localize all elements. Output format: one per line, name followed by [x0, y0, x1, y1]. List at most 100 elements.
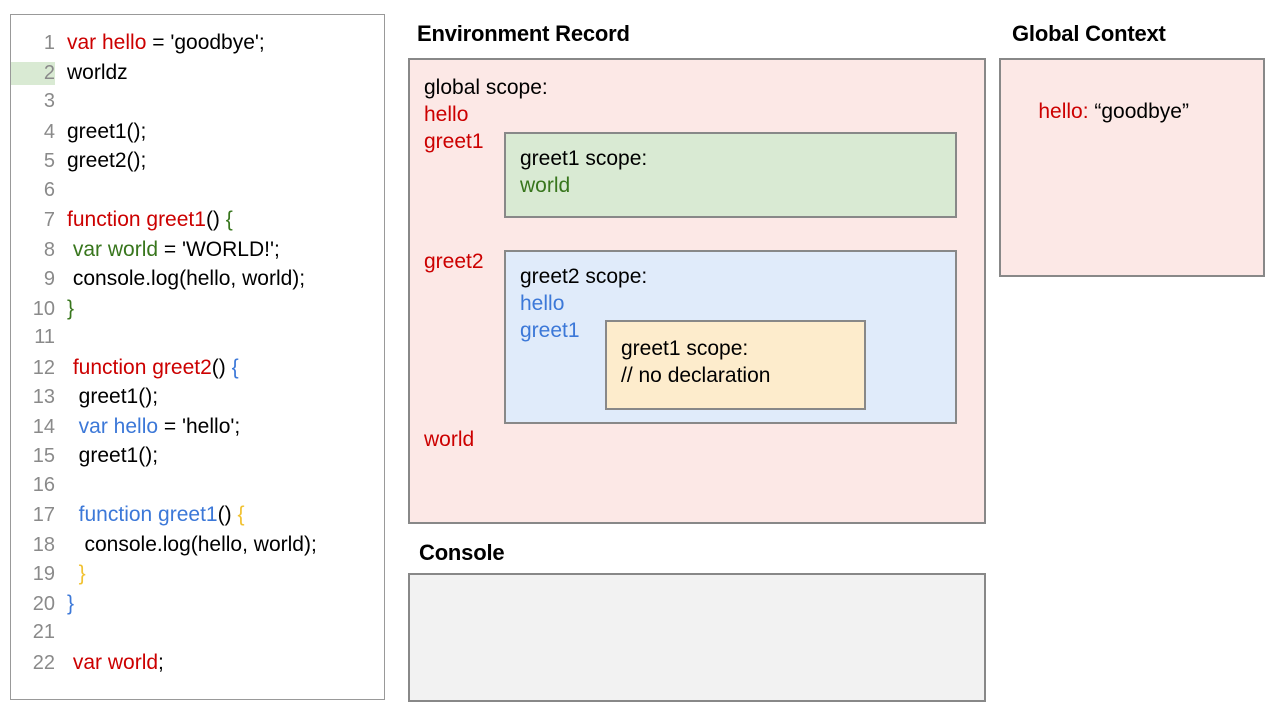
code-line[interactable]: 12 function greet2() { — [11, 356, 384, 386]
line-number: 4 — [43, 120, 55, 143]
global-context-title: Global Context — [1012, 21, 1166, 46]
code-token: function greet1 — [78, 503, 218, 526]
code-token: = 'WORLD!'; — [158, 237, 280, 261]
code-line[interactable]: 9 console.log(hello, world); — [11, 267, 384, 297]
code-line-text: greet2(); — [55, 149, 146, 173]
console-title: Console — [419, 540, 505, 565]
code-line[interactable]: 18 console.log(hello, world); — [11, 533, 384, 563]
code-line-text: var hello = 'hello'; — [55, 414, 241, 439]
code-line-text: console.log(hello, world); — [55, 267, 305, 291]
inner-greet1-scope-box: greet1 scope: // no declaration — [605, 320, 866, 410]
code-line[interactable]: 17 function greet1() { — [11, 503, 384, 533]
environment-record-title: Environment Record — [417, 21, 630, 46]
line-number: 6 — [43, 178, 55, 201]
line-number: 3 — [43, 90, 55, 112]
code-line-text: console.log(hello, world); — [55, 533, 317, 557]
line-number: 8 — [43, 238, 55, 261]
global-context-entry-key: hello: — [1038, 100, 1089, 123]
code-line[interactable]: 3 — [11, 90, 384, 120]
code-line[interactable]: 14 var hello = 'hello'; — [11, 415, 384, 445]
env-var-greet1: greet1 — [424, 130, 484, 153]
inner-greet1-scope-label: greet1 scope: — [621, 337, 749, 360]
code-token: ; — [158, 650, 164, 674]
code-line[interactable]: 15 greet1(); — [11, 444, 384, 474]
env-var-greet2: greet2 — [424, 250, 484, 273]
line-number: 11 — [34, 326, 55, 348]
code-token: } — [78, 562, 86, 585]
line-number: 15 — [32, 445, 55, 467]
code-line-text: } — [55, 562, 86, 586]
code-token: { — [225, 208, 233, 231]
code-token — [67, 562, 79, 585]
code-token: greet2(); — [67, 149, 147, 172]
global-context-entry: hello: “goodbye” — [1015, 76, 1189, 148]
code-token: { — [231, 355, 239, 379]
code-token: worldz — [67, 60, 128, 84]
code-line[interactable]: 5 greet2(); — [11, 149, 384, 179]
code-line[interactable]: 13 greet1(); — [11, 385, 384, 415]
code-line-text: function greet2() { — [55, 356, 239, 380]
code-token: greet1(); — [67, 385, 159, 408]
code-token: () — [211, 355, 232, 379]
code-line-text: var hello = 'goodbye'; — [55, 31, 265, 55]
console-output-box[interactable] — [408, 573, 986, 702]
code-line[interactable]: 8 var world = 'WORLD!'; — [11, 238, 384, 268]
environment-record-box: global scope: hello greet1 greet2 world … — [408, 58, 986, 524]
global-context-entry-value: “goodbye” — [1088, 100, 1189, 123]
greet2-scope-label: greet2 scope: — [520, 265, 648, 288]
code-line-text: greet1(); — [55, 444, 158, 468]
code-line-text: var world; — [55, 651, 164, 675]
inner-greet1-scope-comment: // no declaration — [621, 364, 771, 387]
code-token: } — [67, 591, 75, 615]
line-number: 2 — [11, 61, 55, 85]
line-number: 17 — [32, 504, 55, 526]
code-token: console.log(hello, world); — [67, 267, 306, 290]
greet2-scope-var-hello: hello — [520, 292, 565, 315]
code-line-text: function greet1() { — [55, 503, 245, 527]
code-token: function greet2 — [72, 355, 212, 379]
greet1-scope-label: greet1 scope: — [520, 147, 648, 170]
line-number: 19 — [32, 563, 55, 585]
line-number: 12 — [32, 356, 55, 379]
greet2-scope-box: greet2 scope: hello greet1 greet1 scope:… — [504, 250, 957, 424]
line-number: 5 — [43, 150, 55, 172]
code-line[interactable]: 19 } — [11, 562, 384, 592]
code-token: var world — [72, 237, 159, 261]
code-token: function greet1 — [67, 208, 206, 231]
line-number: 1 — [43, 32, 55, 54]
code-line-text: greet1(); — [55, 385, 158, 409]
line-number: 21 — [32, 621, 55, 643]
line-number: 9 — [43, 268, 55, 290]
code-token: var world — [72, 650, 159, 674]
code-line[interactable]: 16 — [11, 474, 384, 504]
code-line-text: function greet1() { — [55, 208, 233, 232]
code-line[interactable]: 20} — [11, 592, 384, 622]
line-number: 18 — [32, 533, 55, 556]
env-var-hello: hello — [424, 103, 469, 126]
code-token: = 'goodbye'; — [146, 31, 265, 54]
code-line[interactable]: 11 — [11, 326, 384, 356]
line-number: 10 — [32, 297, 55, 320]
code-token: { — [237, 503, 245, 526]
greet1-scope-box: greet1 scope: world — [504, 132, 957, 218]
code-token: = 'hello'; — [158, 414, 241, 438]
code-token — [67, 503, 79, 526]
code-line-text: } — [55, 592, 74, 616]
line-number: 22 — [32, 651, 55, 674]
line-number: 7 — [43, 209, 55, 231]
code-token: var hello — [78, 414, 159, 438]
code-line[interactable]: 22 var world; — [11, 651, 384, 681]
line-number: 16 — [32, 473, 55, 496]
code-line[interactable]: 21 — [11, 621, 384, 651]
code-line[interactable]: 6 — [11, 179, 384, 209]
code-line[interactable]: 2 worldz — [11, 61, 384, 91]
global-context-box: hello: “goodbye” — [999, 58, 1265, 277]
code-line-text: } — [55, 297, 74, 321]
code-line[interactable]: 10} — [11, 297, 384, 327]
line-number: 13 — [32, 386, 55, 408]
